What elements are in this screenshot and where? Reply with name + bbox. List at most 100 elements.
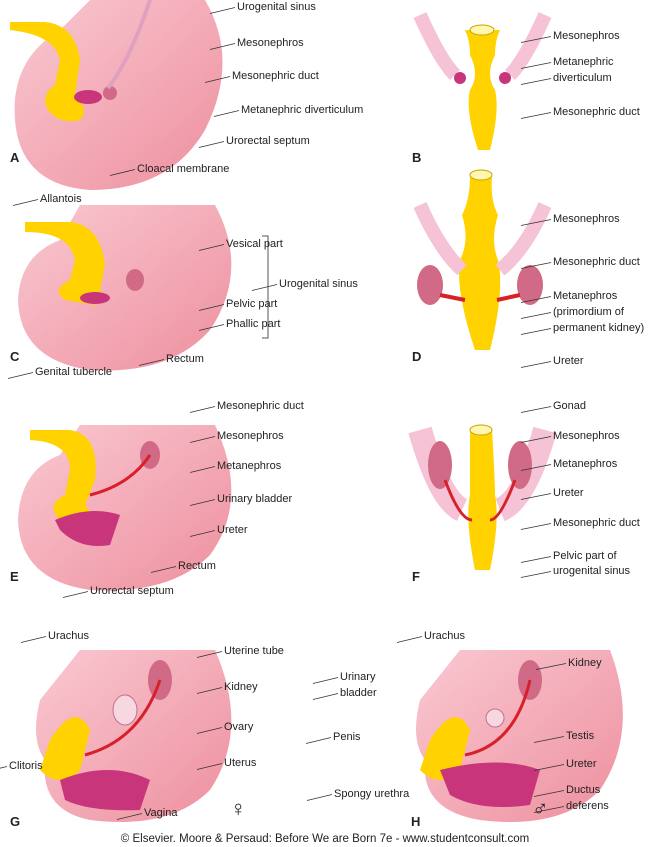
leader-line xyxy=(520,112,552,119)
label-pelvic-part: Pelvic part xyxy=(226,298,278,310)
label-urachus: Urachus xyxy=(424,630,465,642)
label-urogenital-sinus: Urogenital sinus xyxy=(279,278,358,290)
leader-line xyxy=(396,636,423,643)
leader-line xyxy=(533,806,565,813)
leader-line xyxy=(150,566,177,573)
label-mesonephric-duct: Mesonephric duct xyxy=(553,106,640,118)
label-diverticulum: diverticulum xyxy=(553,72,612,84)
leader-line xyxy=(533,764,565,771)
leader-line xyxy=(520,493,552,500)
leader-line xyxy=(520,36,552,43)
leader-line xyxy=(196,727,223,734)
label-rectum: Rectum xyxy=(166,353,204,365)
label-ureter: Ureter xyxy=(217,524,248,536)
leader-line xyxy=(198,324,225,331)
leader-line xyxy=(198,244,225,251)
leader-line xyxy=(306,794,333,801)
label-mesonephric-duct: Mesonephric duct xyxy=(217,400,304,412)
leader-line xyxy=(520,436,552,443)
leader-line xyxy=(204,76,231,83)
female-symbol: ♀ xyxy=(230,796,247,821)
male-symbol: ♂ xyxy=(532,796,549,821)
leader-line xyxy=(0,766,8,769)
label-metanephric-diverticulum: Metanephric diverticulum xyxy=(241,104,364,116)
leader-line xyxy=(213,110,240,117)
leader-line xyxy=(62,591,89,598)
panel-f-art xyxy=(408,424,557,570)
label-kidney: Kidney xyxy=(568,657,602,669)
label-cloacal-membrane: Cloacal membrane xyxy=(137,163,230,175)
label-bladder: bladder xyxy=(340,687,377,699)
label-urogenital-sinus: Urogenital sinus xyxy=(237,1,316,13)
label-uterine-tube: Uterine tube xyxy=(224,645,284,657)
copyright-footer: © Elsevier. Moore & Persaud: Before We a… xyxy=(120,833,530,845)
panel-letter: F xyxy=(412,569,420,584)
panel-letter: A xyxy=(10,150,20,165)
leader-line xyxy=(196,651,223,658)
panel-h-art xyxy=(416,650,623,822)
panel-g-art xyxy=(36,650,232,822)
label-primordium-of: (primordium of xyxy=(553,306,624,318)
leader-line xyxy=(198,304,225,311)
label-ureter: Ureter xyxy=(553,487,584,499)
label-phallic-part: Phallic part xyxy=(226,318,281,330)
leader-line xyxy=(520,62,552,69)
leader-line xyxy=(520,406,552,413)
label-ovary: Ovary xyxy=(224,721,254,733)
leader-line xyxy=(209,7,236,14)
label-mesonephric-duct: Mesonephric duct xyxy=(553,256,640,268)
label-vagina: Vagina xyxy=(144,807,178,819)
leader-line xyxy=(251,284,278,291)
leader-line xyxy=(189,530,216,537)
leader-line xyxy=(312,693,339,700)
panel-letter: G xyxy=(10,814,21,829)
label-spongy-urethra: Spongy urethra xyxy=(334,788,410,800)
label-metanephros: Metanephros xyxy=(553,458,618,470)
leader-line xyxy=(520,312,552,319)
leader-line xyxy=(520,78,552,85)
leader-line xyxy=(533,790,565,797)
label-urogenital-sinus: urogenital sinus xyxy=(553,565,631,577)
leader-line xyxy=(116,813,143,820)
label-mesonephros: Mesonephros xyxy=(553,213,620,225)
leader-line xyxy=(305,737,332,744)
label-penis: Penis xyxy=(333,731,361,743)
leader-line xyxy=(189,406,216,413)
label-genital-tubercle: Genital tubercle xyxy=(35,366,113,378)
label-ureter: Ureter xyxy=(553,355,584,367)
panel-letter: C xyxy=(10,349,20,364)
leader-line xyxy=(7,372,34,379)
label-vesical-part: Vesical part xyxy=(226,238,283,250)
panel-b-art xyxy=(413,12,552,150)
label-metanephros: Metanephros xyxy=(553,290,618,302)
panel-a-art xyxy=(10,0,223,190)
leader-line xyxy=(520,556,552,563)
label-urinary: Urinary xyxy=(340,671,376,683)
leader-line xyxy=(520,464,552,471)
leader-line xyxy=(20,636,47,643)
label-ductus: Ductus xyxy=(566,784,601,796)
panel-c-art xyxy=(18,205,269,371)
leader-line xyxy=(198,141,225,148)
label-uterus: Uterus xyxy=(224,757,257,769)
leader-line xyxy=(520,328,552,335)
leader-line xyxy=(109,169,136,176)
leader-line xyxy=(12,199,39,206)
label-urorectal-septum: Urorectal septum xyxy=(226,135,310,147)
panel-letter: D xyxy=(412,349,422,364)
label-permanent-kidney: permanent kidney) xyxy=(553,322,645,334)
leader-line xyxy=(520,296,552,303)
leader-line xyxy=(189,436,216,443)
label-ureter: Ureter xyxy=(566,758,597,770)
leader-line xyxy=(189,499,216,506)
label-testis: Testis xyxy=(566,730,595,742)
label-metanephric: Metanephric xyxy=(553,56,614,68)
label-mesonephros: Mesonephros xyxy=(217,430,284,442)
label-mesonephros: Mesonephros xyxy=(237,37,304,49)
panel-letter: H xyxy=(411,814,421,829)
label-allantois: Allantois xyxy=(40,193,82,205)
leader-line xyxy=(312,677,339,684)
panel-e-art xyxy=(18,425,232,591)
